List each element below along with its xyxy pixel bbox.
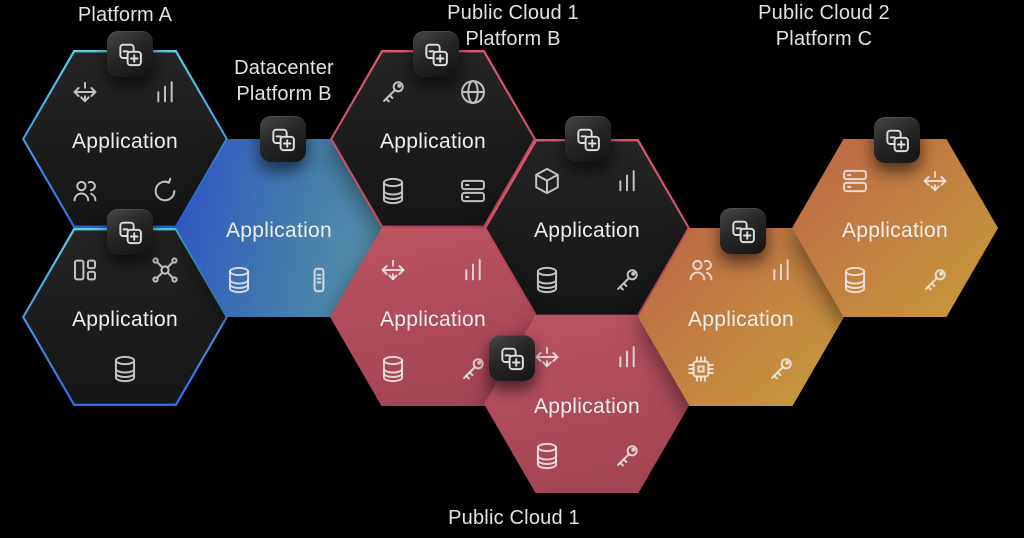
layout-icon bbox=[69, 254, 101, 286]
application-label: Application bbox=[533, 395, 641, 418]
zone-label-public-cloud-1-bottom: Public Cloud 1 bbox=[448, 507, 580, 529]
database-icon bbox=[109, 353, 141, 385]
application-label: Application bbox=[379, 130, 487, 153]
hexagon-body bbox=[332, 52, 534, 226]
database-icon bbox=[377, 175, 409, 207]
hexagon-application-cloud2-2: Application bbox=[792, 139, 998, 317]
database-icon bbox=[839, 264, 871, 296]
clone-plus-badge bbox=[720, 208, 766, 254]
application-label: Application bbox=[841, 219, 949, 242]
hexagon-application-cloud1-platform-b-2: Application bbox=[484, 139, 690, 317]
globe-icon bbox=[457, 76, 489, 108]
package-icon bbox=[531, 165, 563, 197]
users-icon bbox=[69, 175, 101, 207]
move-icon bbox=[377, 254, 409, 286]
database-icon bbox=[531, 440, 563, 472]
database-icon bbox=[377, 353, 409, 385]
application-label: Application bbox=[533, 219, 641, 242]
key-icon bbox=[919, 264, 951, 296]
clone-plus-icon bbox=[498, 344, 527, 373]
bar-chart-icon bbox=[457, 254, 489, 286]
application-label: Application bbox=[225, 219, 333, 242]
zone-label-public-cloud-1-platform-b: Public Cloud 1 Platform B bbox=[447, 2, 579, 50]
clone-plus-badge bbox=[565, 116, 611, 162]
server-stack-icon bbox=[839, 165, 871, 197]
clone-plus-badge bbox=[489, 335, 535, 381]
move-icon bbox=[531, 341, 563, 373]
users-icon bbox=[685, 254, 717, 286]
clone-plus-icon bbox=[116, 40, 145, 69]
clone-plus-icon bbox=[269, 125, 298, 154]
clone-plus-icon bbox=[729, 217, 758, 246]
clone-plus-icon bbox=[883, 126, 912, 155]
zone-label-public-cloud-2-platform-c: Public Cloud 2 Platform C bbox=[758, 2, 890, 50]
application-label: Application bbox=[379, 308, 487, 331]
zone-label-platform-a: Platform A bbox=[77, 4, 173, 26]
move-icon bbox=[69, 76, 101, 108]
clone-plus-badge bbox=[260, 116, 306, 162]
clone-plus-badge bbox=[107, 209, 153, 255]
move-icon bbox=[919, 165, 951, 197]
application-label: Application bbox=[71, 130, 179, 153]
clone-plus-icon bbox=[116, 218, 145, 247]
chip-icon bbox=[685, 353, 717, 385]
clone-plus-badge bbox=[107, 31, 153, 77]
clone-plus-badge bbox=[874, 117, 920, 163]
key-icon bbox=[611, 440, 643, 472]
clone-plus-icon bbox=[574, 125, 603, 154]
key-icon bbox=[765, 353, 797, 385]
database-icon bbox=[223, 264, 255, 296]
bar-chart-icon bbox=[611, 165, 643, 197]
application-label: Application bbox=[687, 308, 795, 331]
clone-plus-badge bbox=[413, 31, 459, 77]
clone-plus-icon bbox=[422, 40, 451, 69]
zone-label-datacenter-platform-b: Datacenter Platform B bbox=[234, 57, 334, 105]
application-label: Application bbox=[71, 308, 179, 331]
